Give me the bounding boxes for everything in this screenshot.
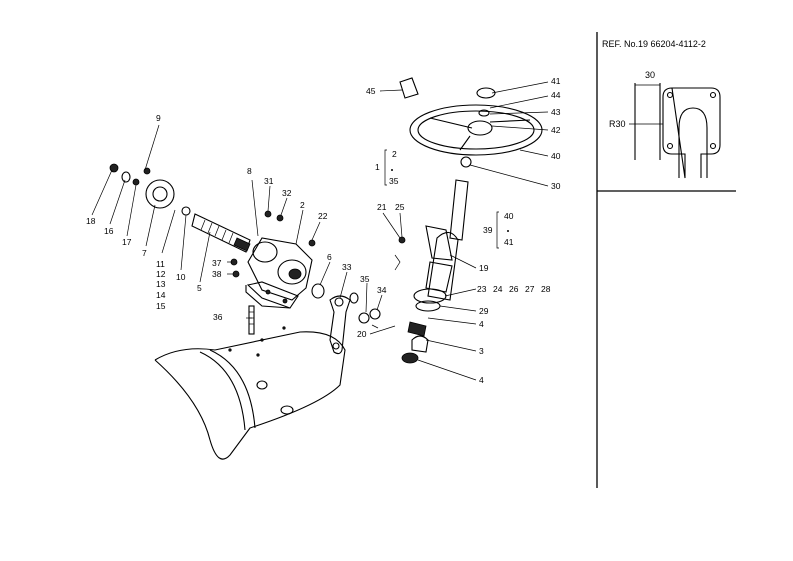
callout-35-group: 35 xyxy=(389,176,399,186)
callout-33: 33 xyxy=(342,262,352,272)
reference-title: REF. No.19 66204-4112-2 xyxy=(602,39,706,49)
callout-15: 15 xyxy=(156,301,166,311)
steering-column xyxy=(401,156,472,364)
worm-shaft xyxy=(191,213,251,253)
group-dot xyxy=(391,169,393,171)
callout-2-group: 2 xyxy=(392,149,397,159)
callout-24: 24 xyxy=(493,284,503,294)
callout-3: 3 xyxy=(479,346,484,356)
pitman-arm xyxy=(329,292,381,355)
callout-32: 32 xyxy=(282,188,292,198)
callout-43: 43 xyxy=(551,107,561,117)
dimension-width-label: 30 xyxy=(645,70,655,80)
reference-panel-frame xyxy=(596,32,736,488)
callout-42: 42 xyxy=(551,125,561,135)
callout-12: 12 xyxy=(156,269,166,279)
stud-36 xyxy=(248,305,255,335)
callout-39: 39 xyxy=(483,225,493,235)
steering-wheel xyxy=(399,77,543,156)
callout-36: 36 xyxy=(213,312,223,322)
callout-18: 18 xyxy=(86,216,96,226)
callout-41: 41 xyxy=(551,76,561,86)
callout-20: 20 xyxy=(357,329,367,339)
callout-37: 37 xyxy=(212,258,222,268)
callout-19: 19 xyxy=(479,263,489,273)
callout-9: 9 xyxy=(156,113,161,123)
callout-25: 25 xyxy=(395,202,405,212)
callout-labels: 9 18 16 17 7 11 12 13 14 15 10 5 8 31 32… xyxy=(86,76,561,385)
callout-2: 2 xyxy=(300,200,305,210)
callout-31: 31 xyxy=(264,176,274,186)
callout-8: 8 xyxy=(247,166,252,176)
callout-23: 23 xyxy=(477,284,487,294)
callout-1: 1 xyxy=(375,162,380,172)
callout-38: 38 xyxy=(212,269,222,279)
callout-45: 45 xyxy=(366,86,376,96)
callout-26: 26 xyxy=(509,284,519,294)
group-dot xyxy=(507,230,509,232)
callout-10: 10 xyxy=(176,272,186,282)
callout-40-group: 40 xyxy=(504,211,514,221)
callout-5: 5 xyxy=(197,283,202,293)
callout-34: 34 xyxy=(377,285,387,295)
callout-17: 17 xyxy=(122,237,132,247)
reference-plate-drawing xyxy=(629,83,721,179)
callout-29: 29 xyxy=(479,306,489,316)
callout-35: 35 xyxy=(360,274,370,284)
callout-13: 13 xyxy=(156,279,166,289)
axle-housing xyxy=(154,326,346,460)
callout-16: 16 xyxy=(104,226,114,236)
callout-21: 21 xyxy=(377,202,387,212)
callout-40: 40 xyxy=(551,151,561,161)
callout-7: 7 xyxy=(142,248,147,258)
bolts-21-25 xyxy=(394,236,406,271)
callout-28: 28 xyxy=(541,284,551,294)
dimension-radius-label: R30 xyxy=(609,119,626,129)
callout-27: 27 xyxy=(525,284,535,294)
callout-4-upper: 4 xyxy=(479,319,484,329)
steering-gear-box xyxy=(245,210,325,309)
callout-41-group: 41 xyxy=(504,237,514,247)
callout-4-lower: 4 xyxy=(479,375,484,385)
leader-lines xyxy=(91,81,549,381)
callout-30: 30 xyxy=(551,181,561,191)
callout-22: 22 xyxy=(318,211,328,221)
callout-11: 11 xyxy=(156,259,165,269)
callout-14: 14 xyxy=(156,290,166,300)
callout-44: 44 xyxy=(551,90,561,100)
callout-6: 6 xyxy=(327,252,332,262)
